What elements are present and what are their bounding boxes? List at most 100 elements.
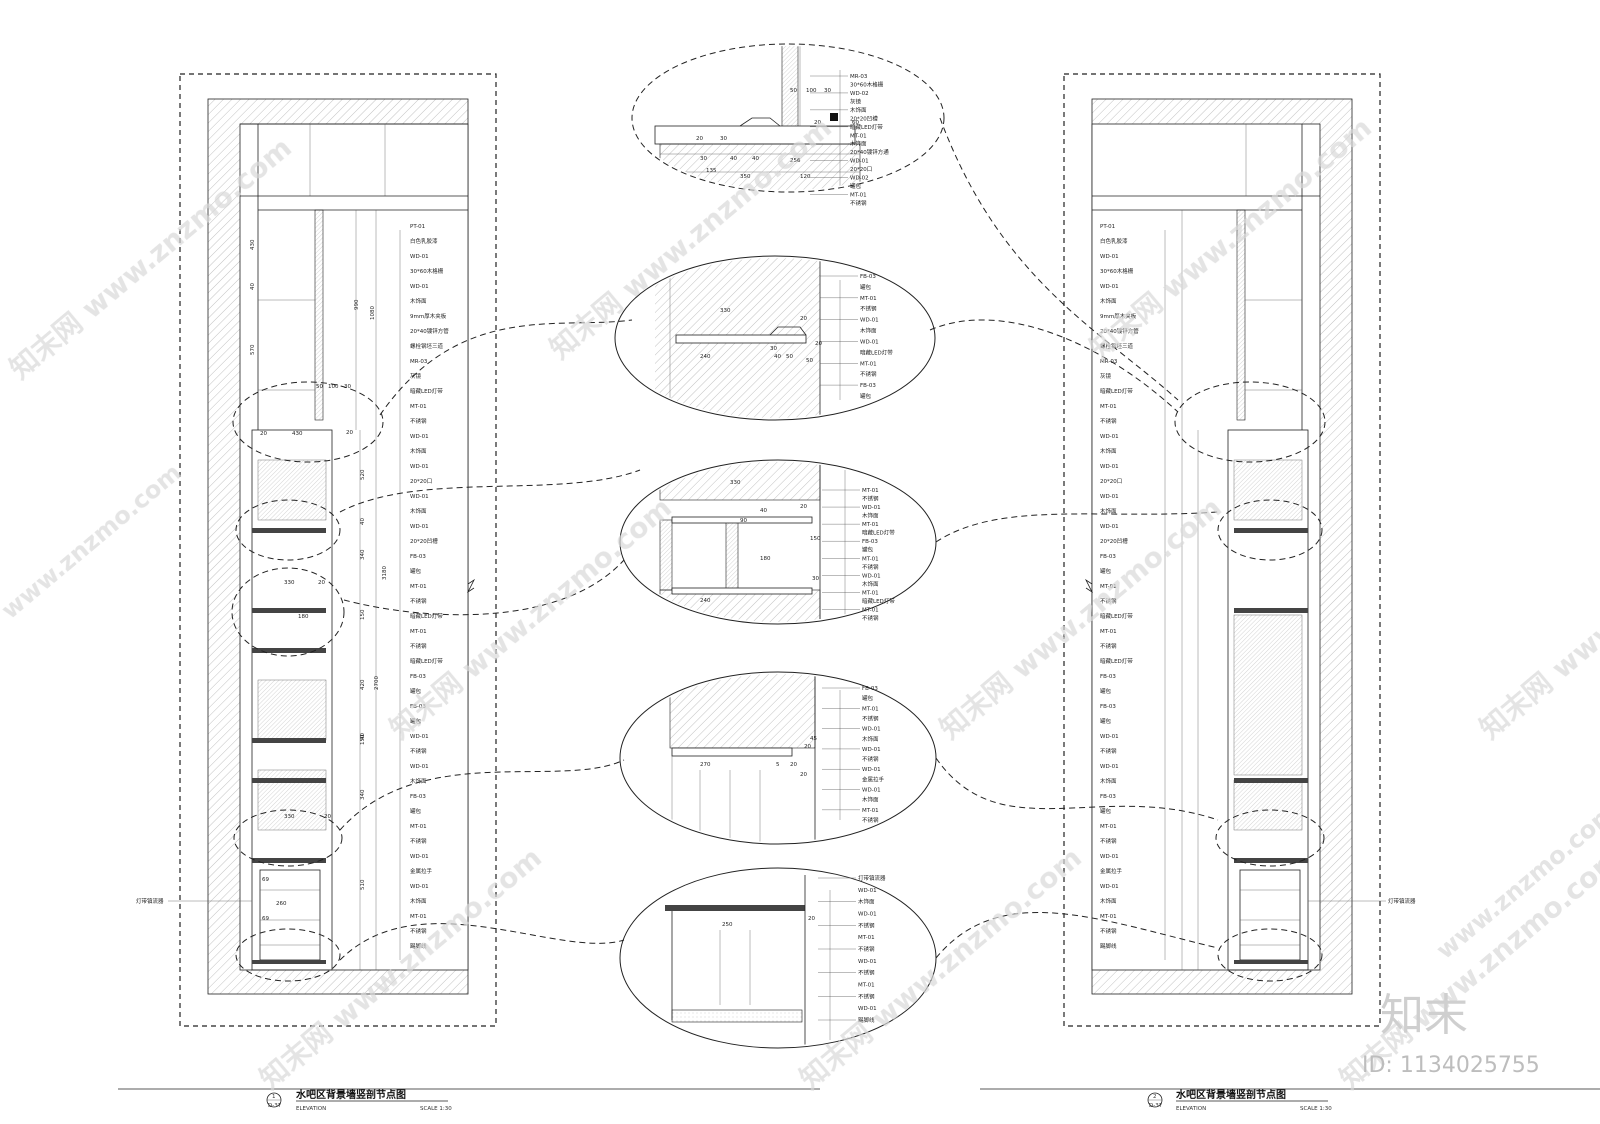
detail-label: 金属拉手 (862, 775, 885, 783)
material-label: WD-01 (410, 884, 429, 890)
dimension-text: 40 (360, 518, 366, 525)
material-label: 木饰面 (410, 507, 427, 515)
dimension-text: 20 (804, 744, 811, 750)
left-material-labels: PT-01白色乳胶漆WD-0130*60木格栅WD-01木饰面9mm厚木夹板20… (410, 224, 449, 950)
material-label: MT-01 (410, 824, 427, 830)
material-label: WD-01 (1100, 254, 1119, 260)
detail-4: FB-03罐包MT-01不锈钢WD-01木饰面WD-01不锈钢WD-01金属拉手… (619, 671, 937, 845)
dimension-text: 350 (740, 174, 751, 180)
right-material-labels: PT-01白色乳胶漆WD-0130*60木格栅WD-01木饰面9mm厚木夹板20… (1100, 224, 1139, 950)
left-ballast-callout: 灯带镇流器 (136, 897, 164, 905)
dimension-text: 256 (790, 158, 801, 164)
material-label: MT-01 (410, 629, 427, 635)
detail-label: 不锈钢 (860, 305, 877, 313)
material-label: 不锈钢 (410, 417, 427, 425)
material-label: FB-03 (1100, 674, 1116, 680)
left-callout-5[interactable] (235, 928, 341, 982)
material-label: 暗藏LED灯带 (1100, 657, 1133, 665)
right-callout-4[interactable] (1217, 928, 1323, 982)
material-label: MT-01 (1100, 404, 1117, 410)
right-callout-3[interactable] (1215, 809, 1325, 867)
material-label: 不锈钢 (410, 837, 427, 845)
dimension-text: 30 (700, 156, 707, 162)
material-label: WD-01 (1100, 284, 1119, 290)
material-label: 暗藏LED灯带 (410, 657, 443, 665)
dimension-text: 240 (700, 354, 711, 360)
material-label: 不锈钢 (1100, 747, 1117, 755)
left-drawing-number: 1 (272, 1094, 276, 1100)
dimension-text: 570 (250, 344, 256, 355)
material-label: 踢脚线 (1100, 942, 1117, 950)
material-label: 木饰面 (1100, 297, 1117, 305)
detail-label: 不锈钢 (862, 755, 879, 763)
right-callout-2[interactable] (1217, 499, 1323, 561)
material-label: 30*60木格栅 (1100, 267, 1134, 275)
material-label: 木饰面 (410, 897, 427, 905)
left-callout-1[interactable] (232, 381, 384, 463)
detail-2: FB-03罐包MT-01不锈钢WD-01木饰面WD-01暗藏LED灯带MT-01… (614, 255, 936, 421)
detail-label: WD-01 (860, 318, 879, 324)
material-label: WD-01 (410, 734, 429, 740)
material-label: WD-01 (1100, 764, 1119, 770)
dimension-text: 20 (814, 120, 821, 126)
detail-label: FB-03 (862, 686, 878, 692)
dimension-text: 430 (250, 239, 256, 250)
material-label: 木饰面 (410, 447, 427, 455)
material-label: WD-01 (1100, 524, 1119, 530)
material-label: 罐包 (410, 807, 422, 815)
dimension-text: 340 (360, 549, 366, 560)
dimension-text: 50 (806, 358, 813, 364)
dimension-text: 20 (800, 504, 807, 510)
detail-label: 30*60木格栅 (850, 80, 884, 88)
material-label: 金属拉手 (410, 867, 433, 875)
dimension-text: 135 (706, 168, 717, 174)
material-label: MT-01 (1100, 584, 1117, 590)
left-sheet-number: D-37 (268, 1103, 282, 1109)
dimension-text: 20 (808, 916, 815, 922)
dimension-text: 60 (852, 120, 859, 126)
title-block-right: 2 D-37 水吧区背景墙竖剖节点图 ELEVATION SCALE 1:30 (980, 1088, 1600, 1112)
material-label: 9mm厚木夹板 (410, 312, 447, 320)
material-label: PT-01 (1100, 224, 1115, 230)
right-callout-1[interactable] (1174, 381, 1326, 463)
image-id: ID: 1134025755 (1362, 1053, 1540, 1078)
material-label: 罐包 (410, 567, 422, 575)
detail-label: 木饰面 (858, 898, 875, 906)
material-label: WD-01 (410, 854, 429, 860)
material-label: WD-01 (410, 254, 429, 260)
detail-label: 木饰面 (850, 140, 867, 148)
right-section-drawing: PT-01白色乳胶漆WD-0130*60木格栅WD-01木饰面9mm厚木夹板20… (1063, 73, 1416, 1027)
dimension-text: 50 (786, 354, 793, 360)
detail-label: 木饰面 (850, 106, 867, 114)
left-callout-3[interactable] (231, 567, 345, 657)
material-label: 金属拉手 (1100, 867, 1123, 875)
material-label: FB-03 (1100, 554, 1116, 560)
dimension-text: 180 (298, 614, 309, 620)
material-label: 20*20凹槽 (410, 537, 438, 545)
detail-label: FB-03 (862, 539, 878, 545)
material-label: 9mm厚木夹板 (1100, 312, 1137, 320)
material-label: WD-01 (1100, 434, 1119, 440)
material-label: FB-03 (1100, 794, 1116, 800)
dimension-text: 40 (752, 156, 759, 162)
left-callout-4[interactable] (233, 809, 343, 867)
material-label: 罐包 (1100, 687, 1112, 695)
dimension-text: 45 (810, 736, 817, 742)
detail-label: FB-03 (860, 274, 876, 280)
detail-label: MT-01 (862, 522, 879, 528)
material-label: 螺栓钢坯三道 (410, 342, 444, 350)
dimension-text: 30 (720, 136, 727, 142)
material-label: WD-01 (1100, 464, 1119, 470)
detail-label: 罐包 (862, 694, 874, 702)
detail-label: MT-01 (862, 556, 879, 562)
detail-label: FB-03 (860, 383, 876, 389)
dimension-text: 20 (318, 580, 325, 586)
left-callout-2[interactable] (235, 499, 341, 561)
detail-label: 不锈钢 (858, 921, 875, 929)
material-label: 木饰面 (410, 777, 427, 785)
dimension-text: 430 (292, 431, 303, 437)
material-label: MT-01 (1100, 629, 1117, 635)
detail-label: 木饰面 (862, 796, 879, 804)
detail-label: 木饰面 (862, 512, 879, 520)
